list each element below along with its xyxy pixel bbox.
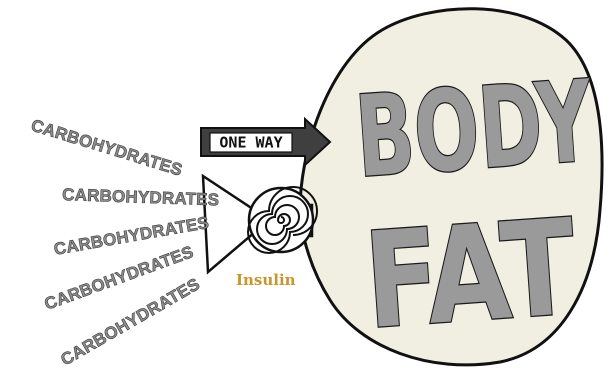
one-way-sign: ONE WAY bbox=[201, 119, 330, 165]
body-label: BODY bbox=[352, 57, 598, 203]
one-way-label: ONE WAY bbox=[219, 134, 282, 152]
fat-label: FAT bbox=[360, 191, 580, 359]
insulin-label: Insulin bbox=[236, 271, 296, 289]
carbohydrate-label-2: CARBOHYDRATES bbox=[62, 185, 220, 209]
carbohydrate-label-1: CARBOHYDRATES bbox=[29, 116, 185, 180]
